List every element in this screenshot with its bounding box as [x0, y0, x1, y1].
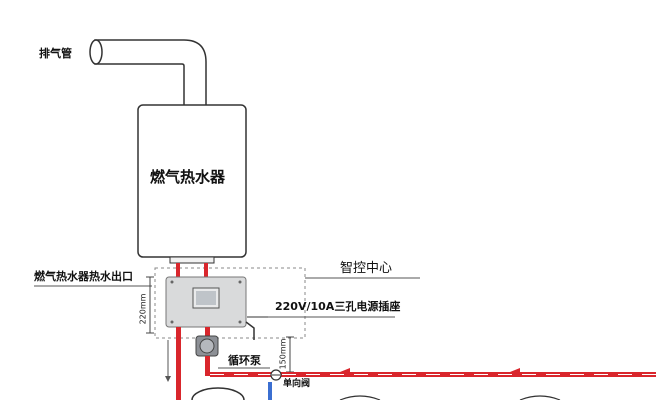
tank-icon	[191, 387, 245, 404]
heater-outlet-stub	[176, 263, 180, 277]
pump-icon	[195, 335, 219, 357]
hot-water-outlet-label: 燃气热水器热水出口	[34, 270, 133, 283]
power-socket-label: 220V/10A三孔电源插座	[275, 300, 401, 313]
heater-bottom-connector	[169, 256, 215, 264]
flow-arrow-head	[165, 376, 171, 382]
check-valve-icon	[270, 369, 282, 381]
exhaust-pipe-icon	[89, 39, 207, 107]
floor-pipe-arc-2	[519, 395, 561, 401]
control-center-frame	[154, 267, 306, 339]
flow-arrow-return-1	[340, 368, 350, 376]
check-valve-label: 单向阀	[283, 379, 311, 389]
heater-inlet-stub	[204, 263, 208, 277]
dimension-220-label: 220mm	[138, 293, 148, 325]
hot-pipe-to-return	[205, 356, 210, 376]
dimension-150-label: 150mm	[278, 338, 288, 370]
exhaust-pipe-label: 排气管	[39, 47, 72, 60]
flow-arrow-return-2	[510, 368, 520, 376]
circulation-pump-label: 循环泵	[228, 354, 261, 367]
gas-water-heater-label: 燃气热水器	[150, 168, 226, 186]
dimension-220-marker	[146, 276, 154, 334]
smart-control-center-label: 智控中心	[340, 261, 393, 276]
cold-pipe-vertical	[268, 382, 272, 400]
hot-return-pipe	[210, 372, 656, 377]
floor-pipe-arc-1	[339, 395, 381, 401]
hot-pipe-vertical-left	[176, 327, 181, 400]
control-box-icon	[165, 276, 247, 328]
power-cable	[245, 321, 255, 340]
